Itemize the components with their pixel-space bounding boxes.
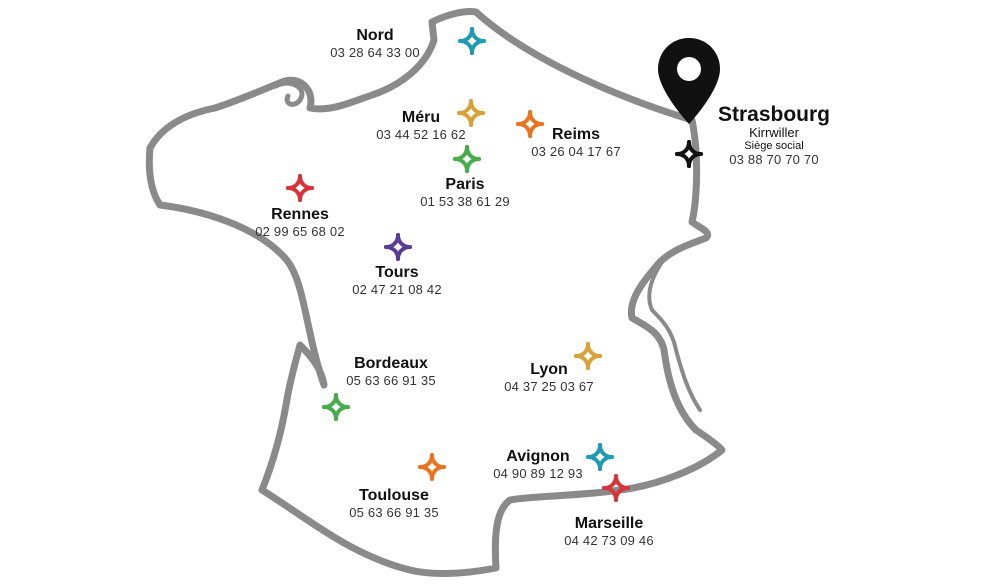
agency-phone: 04 37 25 03 67 bbox=[504, 379, 594, 394]
agency-phone: 05 63 66 91 35 bbox=[346, 373, 436, 388]
agency-rennes: Rennes 02 99 65 68 02 bbox=[255, 206, 345, 239]
marker-toulouse-icon bbox=[418, 453, 446, 481]
agency-phone: 03 44 52 16 62 bbox=[376, 127, 466, 142]
headquarters-caption: Siège social bbox=[744, 140, 804, 152]
marker-bordeaux-icon bbox=[322, 393, 350, 421]
agency-city: Avignon bbox=[506, 448, 570, 465]
agency-avignon: Avignon 04 90 89 12 93 bbox=[493, 448, 583, 481]
agency-phone: 02 47 21 08 42 bbox=[352, 282, 442, 297]
agency-nord: Nord 03 28 64 33 00 bbox=[330, 27, 420, 60]
agency-city: Bordeaux bbox=[354, 355, 428, 372]
marker-marseille-icon bbox=[602, 474, 630, 502]
agency-phone: 04 42 73 09 46 bbox=[564, 533, 654, 548]
agency-reims: Reims 03 26 04 17 67 bbox=[531, 126, 621, 159]
agency-lyon: Lyon 04 37 25 03 67 bbox=[504, 361, 594, 394]
headquarters-marker-icon bbox=[675, 140, 703, 168]
agency-phone: 02 99 65 68 02 bbox=[255, 224, 345, 239]
marker-rennes-icon bbox=[286, 174, 314, 202]
marker-meru-icon bbox=[457, 99, 485, 127]
agency-city: Tours bbox=[375, 264, 419, 281]
france-outline bbox=[145, 8, 726, 577]
agency-city: Nord bbox=[356, 27, 394, 44]
brittany-loop bbox=[273, 80, 305, 107]
headquarters-pin-icon bbox=[658, 38, 720, 124]
marker-reims-icon bbox=[516, 110, 544, 138]
agency-city: Lyon bbox=[530, 361, 568, 378]
agency-city: Rennes bbox=[271, 206, 329, 223]
agency-phone: 03 26 04 17 67 bbox=[531, 144, 621, 159]
headquarters-subtitle: Kirrwiller bbox=[749, 125, 799, 140]
agency-city: Méru bbox=[401, 109, 441, 126]
agency-bordeaux: Bordeaux 05 63 66 91 35 bbox=[346, 355, 436, 388]
marker-lyon-icon bbox=[574, 342, 602, 370]
headquarters-label: Strasbourg Kirrwiller Siège social 03 88… bbox=[718, 103, 830, 167]
agency-phone: 01 53 38 61 29 bbox=[420, 194, 510, 209]
agency-phone: 03 28 64 33 00 bbox=[330, 45, 420, 60]
marker-tours-icon bbox=[384, 233, 412, 261]
agency-toulouse: Toulouse 05 63 66 91 35 bbox=[349, 487, 439, 520]
marker-avignon-icon bbox=[586, 443, 614, 471]
agency-tours: Tours 02 47 21 08 42 bbox=[352, 264, 442, 297]
agency-marseille: Marseille 04 42 73 09 46 bbox=[564, 515, 654, 548]
marker-paris-icon bbox=[453, 145, 481, 173]
agency-phone: 05 63 66 91 35 bbox=[349, 505, 439, 520]
headquarters-city: Strasbourg bbox=[717, 103, 831, 126]
agency-meru: Méru 03 44 52 16 62 bbox=[376, 109, 466, 142]
agency-paris: Paris 01 53 38 61 29 bbox=[420, 176, 510, 209]
agency-city: Toulouse bbox=[359, 487, 429, 504]
agency-city: Paris bbox=[445, 176, 485, 193]
marker-nord-icon bbox=[458, 27, 486, 55]
headquarters-phone: 03 88 70 70 70 bbox=[729, 152, 819, 167]
agency-phone: 04 90 89 12 93 bbox=[493, 466, 583, 481]
alps-inner-stroke bbox=[647, 260, 702, 412]
agency-city: Marseille bbox=[574, 515, 644, 532]
agency-city: Reims bbox=[551, 126, 601, 143]
